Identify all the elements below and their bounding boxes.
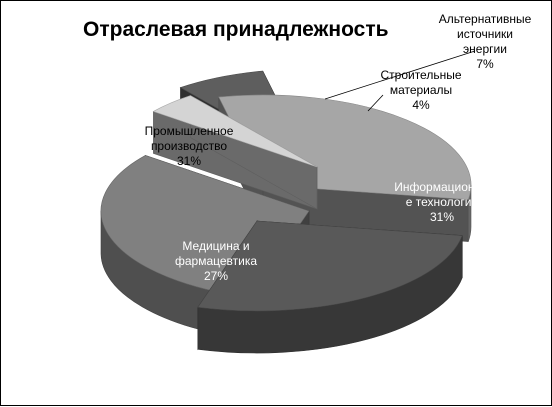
leader-line-4 xyxy=(367,94,384,112)
slice-label-line: материалы xyxy=(390,83,452,97)
pie-slice-2 xyxy=(197,220,463,354)
slice-label-line: Медицина и xyxy=(182,239,249,253)
leader-lines xyxy=(324,50,476,112)
chart-title: Отраслевая принадлежность xyxy=(83,18,389,41)
slice-label-line: Промышленное xyxy=(145,124,234,138)
slice-label-line: е технологии xyxy=(406,195,478,209)
slice-label-line: источники xyxy=(457,27,513,41)
slice-label-line: Информационны xyxy=(394,180,490,194)
slice-label-line: Альтернативные xyxy=(439,12,532,26)
pie-slices xyxy=(100,70,472,354)
slice-top xyxy=(152,95,318,168)
slice-value: 31% xyxy=(177,154,201,168)
slice-value: 7% xyxy=(476,57,494,71)
slice-label-line: энергии xyxy=(463,42,507,56)
leader-line-5 xyxy=(324,50,476,100)
slice-value: 27% xyxy=(204,269,228,283)
pie-slice-4 xyxy=(152,95,318,210)
slice-label-line: фармацевтика xyxy=(175,254,257,268)
slice-label-line: Строительные xyxy=(380,68,461,82)
slice-value: 31% xyxy=(430,210,454,224)
slice-value: 4% xyxy=(412,98,430,112)
slice-label-line: производство xyxy=(151,139,227,153)
slice-top xyxy=(197,220,463,312)
